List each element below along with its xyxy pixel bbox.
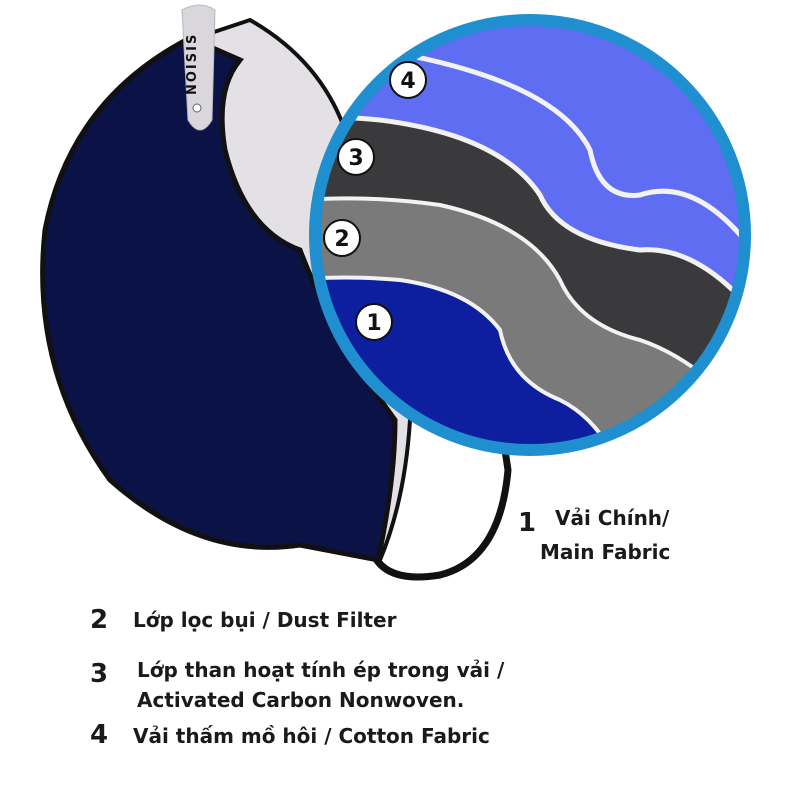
badge-3: 3: [337, 138, 375, 176]
badge-2: 2: [323, 219, 361, 257]
layer-cotton-fabric-band: [315, 51, 745, 320]
svg-text:3: 3: [348, 146, 363, 171]
strap-tab: NOISIS: [181, 4, 216, 131]
legend-label-line: Main Fabric: [540, 540, 671, 564]
legend-label-line: Activated Carbon Nonwoven.: [137, 688, 465, 712]
legend-label-line: Lớp lọc bụi / Dust Filter: [133, 608, 397, 632]
brand-label: NOISIS: [185, 33, 200, 95]
ear-loop: [366, 446, 512, 581]
legend-number: 3: [90, 659, 109, 689]
badge-1: 1: [355, 303, 393, 341]
legend-label-line: Vải Chính/: [555, 506, 670, 530]
magnifier-lens: [315, 20, 745, 450]
legend-number: 4: [90, 720, 109, 750]
svg-text:4: 4: [400, 69, 415, 94]
badge-4: 4: [389, 61, 427, 99]
svg-text:2: 2: [334, 227, 349, 252]
magnifier-ring: [309, 14, 751, 456]
legend-number: 1: [518, 508, 537, 538]
layer-cotton-fabric: [315, 20, 745, 260]
legend-number: 2: [90, 605, 109, 635]
legend-label-line: Lớp than hoạt tính ép trong vải /: [137, 658, 505, 682]
legend-label-line: Vải thấm mồ hôi / Cotton Fabric: [133, 724, 490, 748]
layer-activated-carbon: [315, 117, 745, 430]
mask-body: [40, 35, 398, 563]
layer-dust-filter: [315, 198, 745, 450]
svg-text:1: 1: [366, 311, 381, 336]
